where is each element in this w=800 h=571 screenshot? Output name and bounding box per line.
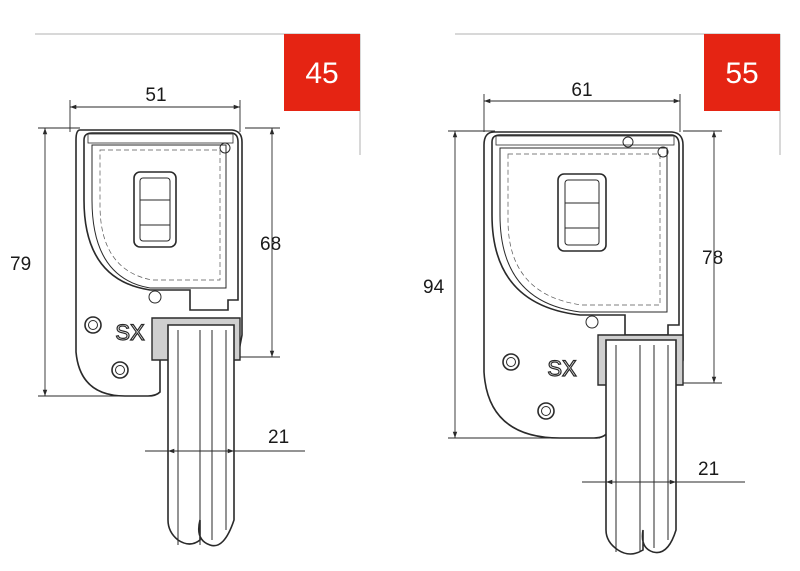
- box-55-drawing: 55 61 94 78: [423, 33, 781, 555]
- inspection-flap: [133, 171, 177, 248]
- box-profile-inner: [499, 147, 668, 313]
- roller-slat: [605, 339, 677, 555]
- screw-hole: [84, 316, 102, 334]
- size-badge-45: [284, 34, 360, 111]
- axle-clip: [148, 290, 162, 304]
- top-rail: [87, 133, 234, 144]
- rail-clip: [657, 146, 669, 158]
- rail-clip: [622, 136, 634, 148]
- screw-hole-inner: [88, 320, 98, 330]
- box-profile-inner: [91, 144, 227, 289]
- inspection-flap-inner: [139, 177, 171, 242]
- height-dimension-label: 94: [423, 277, 445, 298]
- width-dimension-label: 61: [571, 80, 592, 101]
- screw-hole-inner: [115, 365, 125, 375]
- screw-hole: [537, 402, 555, 420]
- slat-dimension-label: 21: [698, 459, 719, 480]
- inspection-flap: [557, 173, 607, 252]
- insulation-layer: [507, 153, 661, 306]
- slat-dimension-label: 21: [268, 427, 289, 448]
- screw-hole: [502, 353, 520, 371]
- screw-hole: [111, 361, 129, 379]
- screw-hole-inner: [506, 357, 516, 367]
- badge-label: 45: [305, 57, 338, 90]
- rail-clip: [219, 142, 231, 154]
- side-mark-label: SX: [115, 320, 145, 345]
- width-dimension-label: 51: [145, 85, 166, 106]
- axle-clip: [585, 315, 599, 329]
- inner-height-dimension-label: 68: [260, 234, 281, 255]
- box-45-drawing: 45 51 79 68: [10, 33, 361, 547]
- height-dimension-label: 79: [10, 254, 31, 275]
- screw-hole-inner: [541, 406, 551, 416]
- size-badge-55: [704, 34, 780, 111]
- insulation-layer: [99, 149, 221, 281]
- inner-height-dimension-label: 78: [702, 248, 723, 269]
- badge-label: 55: [725, 57, 758, 90]
- inspection-flap-inner: [564, 179, 600, 246]
- top-rail: [495, 135, 675, 146]
- side-mark-label: SX: [547, 356, 577, 381]
